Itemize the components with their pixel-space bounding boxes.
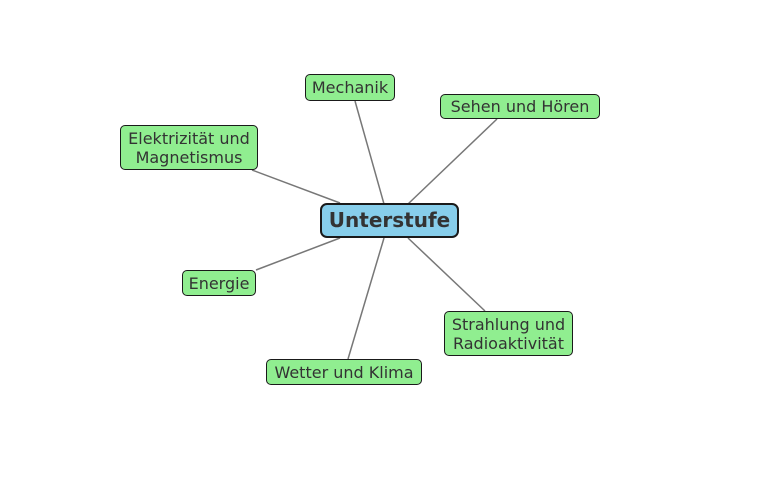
node-strahlung-und-radioaktivitaet: Strahlung und Radioaktivität [444, 311, 573, 356]
edge-energie [255, 237, 341, 271]
edge-wetter [347, 237, 385, 360]
node-wetter-und-klima: Wetter und Klima [266, 359, 422, 385]
edge-strahlung [407, 237, 486, 312]
edge-mechanik [354, 100, 385, 205]
node-elektrizitaet-und-magnetismus: Elektrizität und Magnetismus [120, 125, 258, 170]
edge-sehen [407, 118, 498, 205]
node-energie: Energie [182, 270, 256, 296]
edge-elektrizitaet [251, 169, 341, 204]
node-mechanik: Mechanik [305, 74, 395, 101]
node-sehen-und-hoeren: Sehen und Hören [440, 94, 600, 119]
node-unterstufe: Unterstufe [320, 203, 459, 238]
